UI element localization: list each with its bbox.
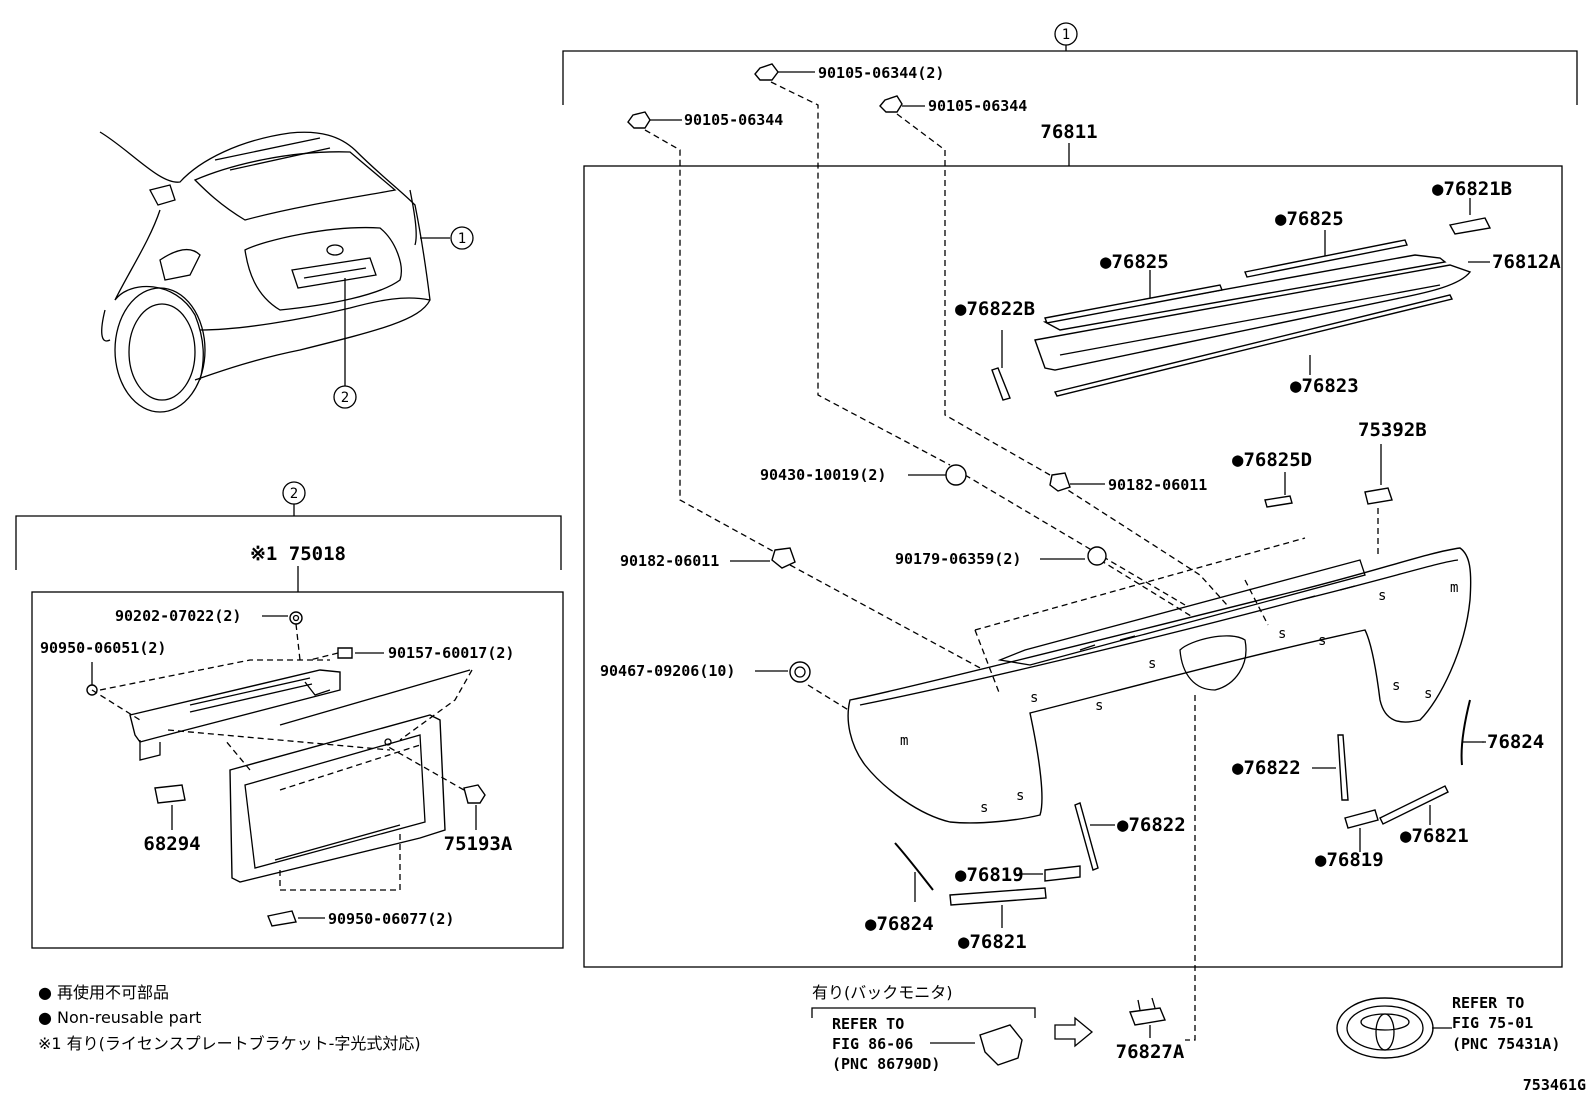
clip-mark: s <box>1016 788 1024 804</box>
part-68294: 68294 <box>143 833 200 855</box>
refer-86-line2: FIG 86-06 <box>832 1035 913 1053</box>
refer-86-line3: (PNC 86790D) <box>832 1055 940 1073</box>
part-76824-left: ●76824 <box>865 913 934 935</box>
part-90105-06344-left: 90105-06344 <box>684 111 783 129</box>
refer-75-line3: (PNC 75431A) <box>1452 1035 1560 1053</box>
part-76823: ●76823 <box>1290 375 1359 397</box>
toyota-emblem-icon <box>1336 997 1434 1059</box>
legend-nonreusable-jp: ● 再使用不可部品 <box>38 983 169 1002</box>
part-90202-07022: 90202-07022(2) <box>115 607 241 625</box>
part-90105-06344-2: 90105-06344(2) <box>818 64 944 82</box>
clip-mark: s <box>1392 678 1400 694</box>
clip-mark: s <box>980 800 988 816</box>
part-90179-06359: 90179-06359(2) <box>895 550 1021 568</box>
part-76822-right: ●76822 <box>1232 757 1301 779</box>
part-90430-10019: 90430-10019(2) <box>760 466 886 484</box>
backmonitor-note: 有り(バックモニタ) <box>812 983 953 1002</box>
part-76821-right: ●76821 <box>1400 825 1469 847</box>
legend-note-1: ※1 有り(ライセンスプレートブラケット-字光式対応) <box>38 1034 421 1053</box>
assembly-2-box: 2 ※1 75018 90202-07022(2) 90950-06051(2)… <box>15 481 564 949</box>
part-76821-mid: ●76821 <box>958 931 1027 953</box>
bottom-references: 有り(バックモニタ) REFER TO FIG 86-06 (PNC 86790… <box>811 983 1586 1094</box>
legend-nonreusable-en: ● Non-reusable part <box>38 1008 201 1027</box>
part-90182-06011-left: 90182-06011 <box>620 552 719 570</box>
part-76821B: ●76821B <box>1432 178 1512 200</box>
part-76812A: 76812A <box>1492 251 1561 273</box>
assembly-1-box: 76811 90105-06344(2) 90105-06344 90105-0… <box>583 63 1563 1041</box>
clip-mark: m <box>900 733 908 749</box>
part-76822-mid: ●76822 <box>1117 814 1186 836</box>
part-76825D: ●76825D <box>1232 449 1312 471</box>
refer-75-line2: FIG 75-01 <box>1452 1014 1533 1032</box>
callout-1-top: 1 <box>1062 27 1070 43</box>
vehicle-rear-overview: 1 2 <box>99 131 474 413</box>
part-75193A: 75193A <box>444 833 513 855</box>
assembly-1-bracket: 1 <box>562 22 1578 105</box>
callout-1-car: 1 <box>458 231 466 247</box>
clip-mark: s <box>1095 698 1103 714</box>
part-76824-right: 76824 <box>1487 731 1544 753</box>
part-90182-06011-right: 90182-06011 <box>1108 476 1207 494</box>
part-90157-60017: 90157-60017(2) <box>388 644 514 662</box>
part-76819-right: ●76819 <box>1315 849 1384 871</box>
clip-mark: s <box>1278 626 1286 642</box>
legend: ● 再使用不可部品 ● Non-reusable part ※1 有り(ライセン… <box>38 983 421 1053</box>
clip-mark: s <box>1378 588 1386 604</box>
part-76822B: ●76822B <box>955 298 1035 320</box>
refer-86-line1: REFER TO <box>832 1015 904 1033</box>
clip-mark: s <box>1148 656 1156 672</box>
part-76827A: 76827A <box>1116 1041 1185 1063</box>
part-76825-left: ●76825 <box>1100 251 1169 273</box>
part-90950-06051: 90950-06051(2) <box>40 639 166 657</box>
box2-title: ※1 75018 <box>250 543 346 565</box>
clip-mark: s <box>1030 690 1038 706</box>
refer-75-line1: REFER TO <box>1452 994 1524 1012</box>
part-76819-mid: ●76819 <box>955 864 1024 886</box>
figure-id: 753461G <box>1523 1076 1586 1094</box>
part-76825-right: ●76825 <box>1275 208 1344 230</box>
clip-mark: m <box>1450 580 1458 596</box>
box1-title: 76811 <box>1040 121 1097 143</box>
part-90950-06077: 90950-06077(2) <box>328 910 454 928</box>
part-75392B: 75392B <box>1358 419 1427 441</box>
clip-mark: s <box>1424 686 1432 702</box>
callout-2-box: 2 <box>290 486 298 502</box>
part-90467-09206: 90467-09206(10) <box>600 662 735 680</box>
callout-2-car: 2 <box>341 390 349 406</box>
clip-mark: s <box>1318 633 1326 649</box>
part-90105-06344-right: 90105-06344 <box>928 97 1027 115</box>
